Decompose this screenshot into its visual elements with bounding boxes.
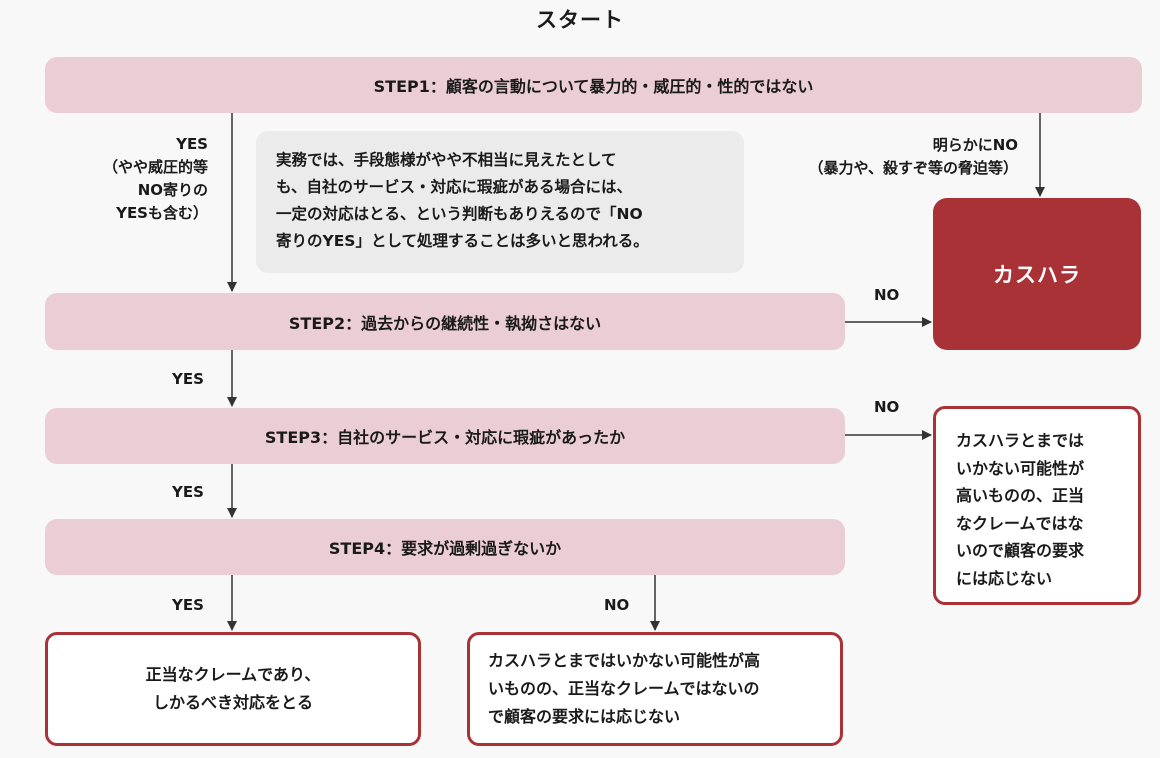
- step4-box: STEP4：要求が過剰過ぎないか: [45, 519, 845, 575]
- outcome-line: いので顧客の要求: [956, 541, 1085, 560]
- step2-label: STEP2：過去からの継続性・執拗さはない: [288, 313, 602, 333]
- step3-yes-label: YES: [172, 483, 204, 501]
- step2-box: STEP2：過去からの継続性・執拗さはない: [45, 293, 845, 350]
- step3-label: STEP3：自社のサービス・対応に瑕疵があったか: [264, 428, 626, 447]
- step4-label: STEP4：要求が過剰過ぎないか: [328, 539, 562, 558]
- step4-yes-outcome: 正当なクレームであり、 しかるべき対応をとる: [45, 632, 421, 746]
- kasuhara-label: カスハラ: [993, 263, 1081, 287]
- label-line: YES: [176, 135, 208, 153]
- outcome-line: で顧客の要求には応じない: [488, 707, 681, 726]
- label-line: （暴力や、殺すぞ等の脅迫等）: [808, 159, 1018, 177]
- label-line: （やや威圧的等: [102, 158, 208, 176]
- label-line: 明らかにNO: [932, 136, 1018, 154]
- note-line: も、自社のサービス・対応に瑕疵がある場合には、: [276, 178, 633, 196]
- step1-box: STEP1：顧客の言動について暴力的・威圧的・性的ではない: [45, 57, 1142, 113]
- step4-yes-label: YES: [172, 596, 204, 614]
- step1-yes-label: YES （やや威圧的等 NO寄りの YESも含む）: [40, 133, 208, 225]
- note-line: 実務では、手段態様がやや不相当に見えたとして: [276, 151, 617, 169]
- practice-note: 実務では、手段態様がやや不相当に見えたとして も、自社のサービス・対応に瑕疵があ…: [256, 131, 744, 273]
- kasuhara-outcome: カスハラ: [933, 198, 1141, 350]
- step4-no-label: NO: [604, 596, 630, 614]
- step4-no-outcome: カスハラとまではいかない可能性が高 いものの、正当なクレームではないの で顧客の…: [467, 632, 843, 746]
- start-title: スタート: [536, 8, 624, 32]
- outcome-line: いものの、正当なクレームではないの: [488, 679, 760, 698]
- outcome-line: 正当なクレームであり、: [145, 665, 321, 684]
- step3-box: STEP3：自社のサービス・対応に瑕疵があったか: [45, 408, 845, 464]
- step1-no-label: 明らかにNO （暴力や、殺すぞ等の脅迫等）: [740, 134, 1018, 180]
- step2-yes-label: YES: [172, 370, 204, 388]
- step3-no-label: NO: [874, 398, 900, 416]
- outcome-line: 高いものの、正当: [956, 486, 1085, 505]
- outcome-line: なクレームではな: [956, 513, 1084, 533]
- note-line: 寄りのYES」として処理することは多いと思われる。: [276, 232, 649, 250]
- outcome-line: カスハラとまではいかない可能性が高: [488, 651, 761, 670]
- outcome-line: には応じない: [956, 568, 1053, 588]
- outcome-line: しかるべき対応をとる: [152, 693, 313, 712]
- step2-no-label: NO: [874, 286, 900, 304]
- step1-label: STEP1：顧客の言動について暴力的・威圧的・性的ではない: [373, 77, 814, 96]
- outcome-line: カスハラとまでは: [956, 431, 1085, 450]
- note-line: 一定の対応はとる、という判断もありえるので「NO: [276, 205, 643, 223]
- step3-no-outcome: カスハラとまでは いかない可能性が 高いものの、正当 なクレームではな いので顧…: [933, 406, 1141, 605]
- label-line: NO寄りの: [137, 181, 208, 199]
- label-line: YESも含む）: [116, 204, 208, 222]
- outcome-line: いかない可能性が: [956, 458, 1085, 478]
